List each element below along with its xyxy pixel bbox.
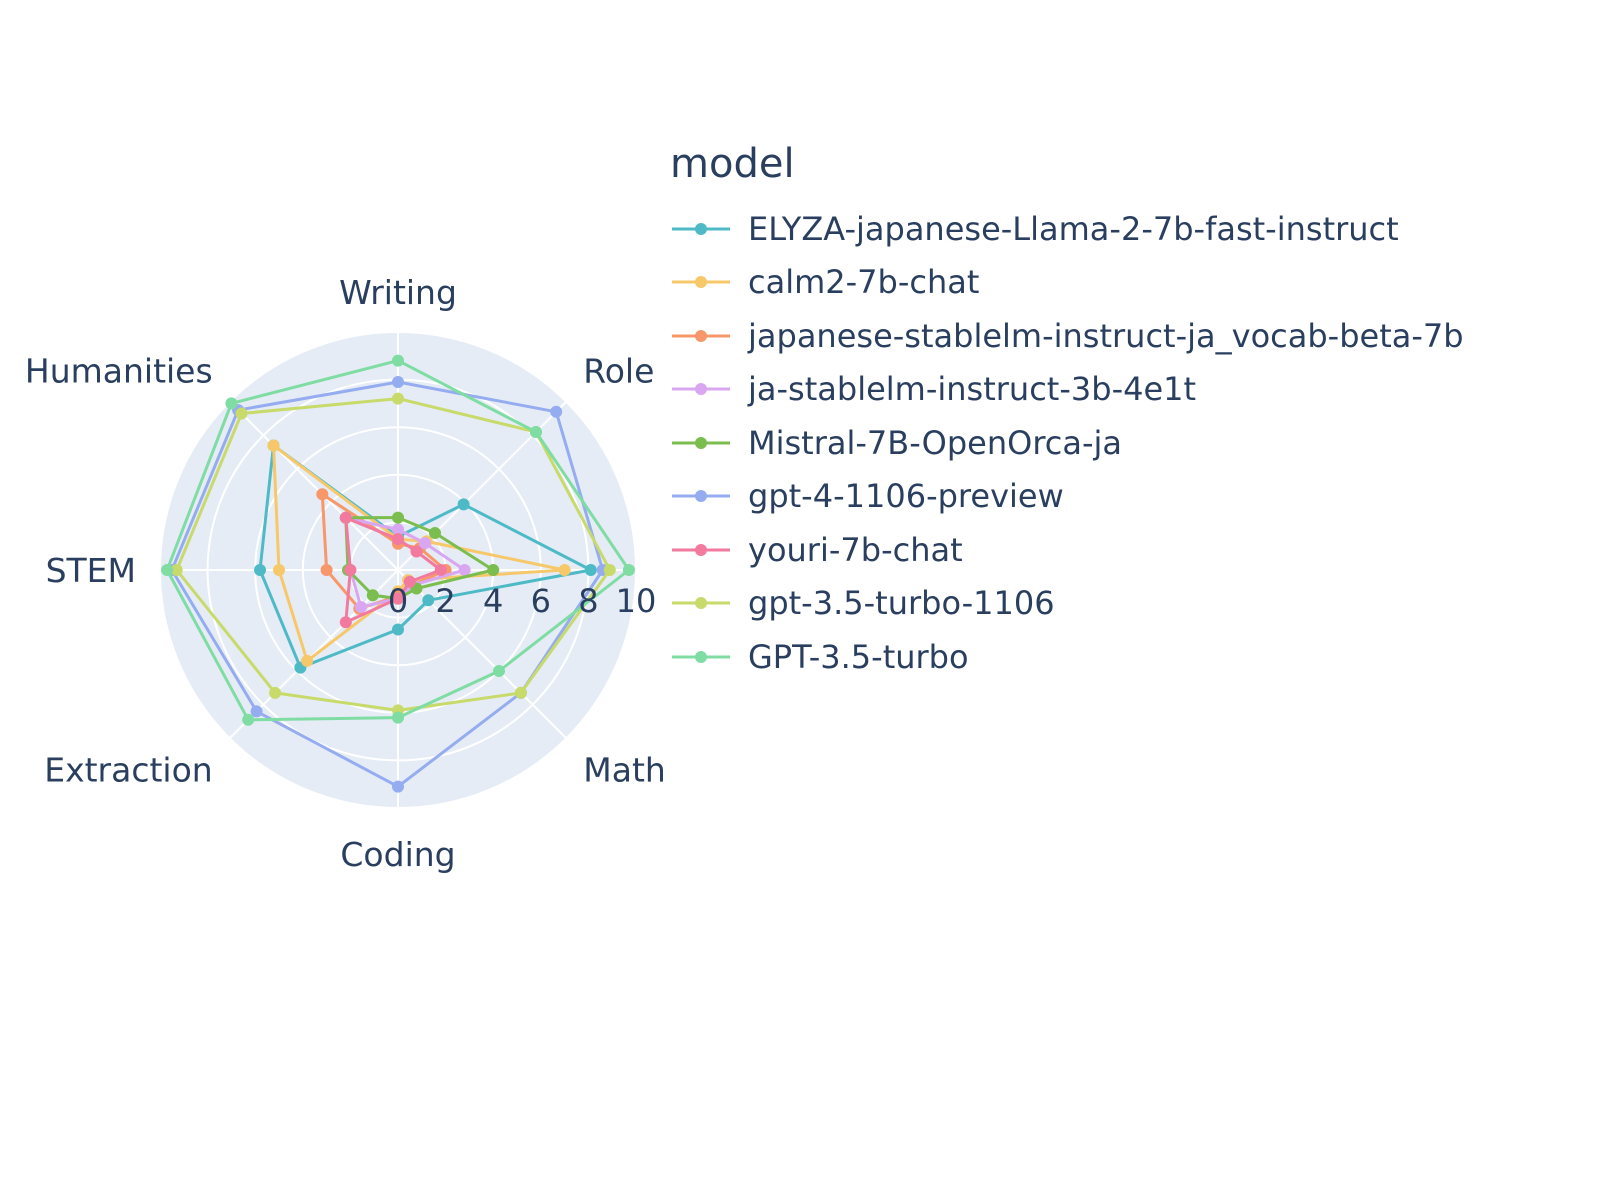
legend-item[interactable]: ELYZA-japanese-Llama-2-7b-fast-instruct xyxy=(670,202,1590,256)
series-point[interactable] xyxy=(429,527,441,539)
series-point[interactable] xyxy=(418,537,431,550)
series-6 xyxy=(339,511,447,629)
legend-label: GPT-3.5-turbo xyxy=(748,637,969,676)
legend-item[interactable]: Mistral-7B-OpenOrca-ja xyxy=(670,416,1590,470)
series-point[interactable] xyxy=(366,589,379,602)
series-point[interactable] xyxy=(392,533,404,546)
series-point[interactable] xyxy=(392,592,404,605)
category-label: Extraction xyxy=(44,750,212,789)
legend-label: Mistral-7B-OpenOrca-ja xyxy=(748,423,1123,462)
series-point[interactable] xyxy=(558,564,571,576)
legend-label: calm2-7b-chat xyxy=(748,263,980,302)
legend-item[interactable]: calm2-7b-chat xyxy=(670,256,1590,310)
series-point[interactable] xyxy=(273,564,285,576)
series-point[interactable] xyxy=(161,564,174,576)
legend-item[interactable]: gpt-3.5-turbo-1106 xyxy=(670,577,1590,631)
legend-items: ELYZA-japanese-Llama-2-7b-fast-instruct c… xyxy=(670,202,1590,684)
legend-swatch xyxy=(672,222,730,235)
series-point[interactable] xyxy=(320,564,333,576)
category-label: Humanities xyxy=(25,352,213,391)
category-label: Math xyxy=(583,750,666,789)
series-point[interactable] xyxy=(584,564,597,576)
category-label: STEM xyxy=(46,551,136,590)
radial-tick-label: 4 xyxy=(483,582,503,620)
series-point[interactable] xyxy=(254,564,266,576)
series-point[interactable] xyxy=(392,523,404,536)
series-point[interactable] xyxy=(622,564,635,576)
legend-swatch xyxy=(672,650,730,663)
series-point[interactable] xyxy=(269,686,282,699)
series-point[interactable] xyxy=(392,780,404,793)
legend-label: ja-stablelm-instruct-3b-4e1t xyxy=(748,370,1197,409)
radial-tick-label: 0 xyxy=(388,582,408,620)
legend-swatch xyxy=(672,329,730,342)
legend-label: gpt-4-1106-preview xyxy=(748,477,1064,516)
category-label: Coding xyxy=(340,835,455,874)
series-point[interactable] xyxy=(170,564,183,576)
legend-swatch xyxy=(672,436,730,449)
series-point[interactable] xyxy=(225,397,238,410)
series-point[interactable] xyxy=(392,511,404,524)
series-point[interactable] xyxy=(392,623,404,636)
legend-item[interactable]: japanese-stablelm-instruct-ja_vocab-beta… xyxy=(670,309,1590,363)
legend-title: model xyxy=(670,141,795,187)
radial-tick-label: 10 xyxy=(616,582,657,620)
radial-tick-label: 2 xyxy=(435,582,455,620)
legend-swatch xyxy=(672,543,730,556)
series-point[interactable] xyxy=(550,405,563,418)
series-point[interactable] xyxy=(422,594,435,607)
legend-item[interactable]: ja-stablelm-instruct-3b-4e1t xyxy=(670,363,1590,417)
series-point[interactable] xyxy=(301,654,314,667)
series-8 xyxy=(161,354,635,726)
series-point[interactable] xyxy=(403,575,416,588)
series-point[interactable] xyxy=(392,711,404,724)
series-point[interactable] xyxy=(355,601,367,613)
legend-item[interactable]: GPT-3.5-turbo xyxy=(670,630,1590,684)
series-point[interactable] xyxy=(392,392,404,405)
series-point[interactable] xyxy=(514,686,527,699)
series-point[interactable] xyxy=(316,488,329,501)
legend-item[interactable]: gpt-4-1106-preview xyxy=(670,470,1590,524)
series-layer xyxy=(161,354,635,793)
series-point[interactable] xyxy=(603,564,616,576)
series-point[interactable] xyxy=(339,511,352,524)
series-point[interactable] xyxy=(392,354,404,367)
grid-spoke xyxy=(229,401,399,571)
series-point[interactable] xyxy=(250,705,263,718)
series-point[interactable] xyxy=(457,498,470,511)
series-point[interactable] xyxy=(493,665,505,677)
legend-label: japanese-stablelm-instruct-ja_vocab-beta… xyxy=(748,316,1464,355)
series-point[interactable] xyxy=(434,564,447,576)
series-point[interactable] xyxy=(530,426,542,438)
legend-label: ELYZA-japanese-Llama-2-7b-fast-instruct xyxy=(748,209,1399,248)
series-point[interactable] xyxy=(267,439,280,452)
series-point[interactable] xyxy=(242,713,255,726)
category-label: Role xyxy=(583,352,654,391)
series-point[interactable] xyxy=(344,564,357,576)
legend-item[interactable]: youri-7b-chat xyxy=(670,523,1590,577)
radial-tick-label: 6 xyxy=(531,582,551,620)
series-point[interactable] xyxy=(235,407,248,420)
series-point[interactable] xyxy=(339,616,352,629)
legend-label: youri-7b-chat xyxy=(748,530,963,569)
legend-label: gpt-3.5-turbo-1106 xyxy=(748,584,1055,623)
radial-tick-label: 8 xyxy=(578,582,598,620)
legend-swatch xyxy=(672,383,730,396)
legend: model ELYZA-japanese-Llama-2-7b-fast-ins… xyxy=(670,138,1590,684)
series-point[interactable] xyxy=(392,376,404,388)
category-label: Writing xyxy=(339,273,457,312)
legend-swatch xyxy=(672,490,730,503)
series-point[interactable] xyxy=(458,564,471,576)
legend-swatch xyxy=(672,597,730,610)
series-point[interactable] xyxy=(410,545,423,558)
legend-swatch xyxy=(672,276,730,289)
series-point[interactable] xyxy=(487,564,500,576)
